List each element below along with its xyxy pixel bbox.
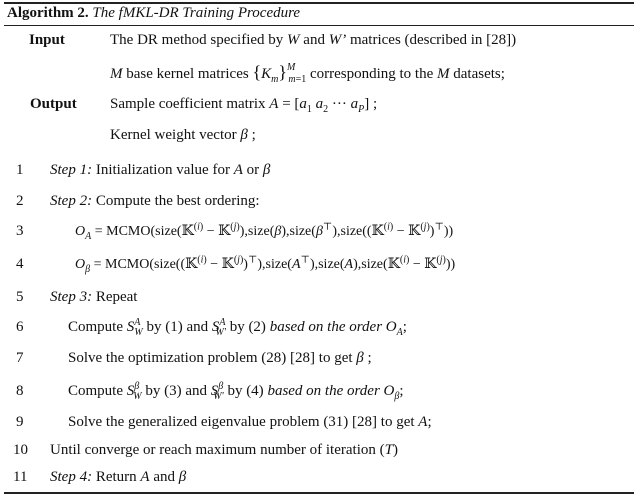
step-9-text: Solve the generalized eigenvalue problem… (68, 414, 432, 430)
step-number: 5 (16, 289, 24, 305)
step-8-text: Compute SβW by (3) and SβW' by (4) based… (68, 381, 404, 402)
step-number: 3 (16, 223, 24, 239)
input-line-1: The DR method specified by W and W’ matr… (110, 32, 517, 48)
step-number: 4 (16, 256, 24, 272)
step-5-text: Step 3: Repeat (50, 289, 138, 305)
step-number: 2 (16, 193, 24, 209)
step-2-text: Step 2: Compute the best ordering: (50, 193, 260, 209)
step-number: 8 (16, 383, 24, 399)
step-11-text: Step 4: Return A and β (50, 469, 187, 485)
step-number: 6 (16, 319, 24, 335)
algorithm-title: Algorithm 2. The fMKL-DR Training Proced… (7, 5, 300, 22)
top-rule (4, 2, 634, 4)
header-rule (4, 25, 634, 26)
step-1-text: Step 1: Initialization value for A or β (50, 162, 271, 178)
input-line-2: M base kernel matrices {Km}Mm=1 correspo… (110, 62, 505, 85)
algorithm-label: Algorithm 2. (7, 5, 89, 21)
step-number: 1 (16, 162, 24, 178)
step-number: 7 (16, 350, 24, 366)
output-label: Output (30, 96, 77, 112)
bottom-rule (4, 492, 634, 494)
output-line-2: Kernel weight vector β ; (110, 127, 256, 143)
step-7-text: Solve the optimization problem (28) [28]… (68, 350, 372, 366)
output-line-1: Sample coefficient matrix A = [a1 a2 ···… (110, 96, 378, 115)
step-number: 10 (13, 442, 28, 458)
step-number: 11 (13, 469, 28, 485)
step-10-text: Until converge or reach maximum number o… (50, 442, 398, 458)
algorithm-name: The fMKL-DR Training Procedure (92, 5, 301, 21)
step-6-text: Compute SAW by (1) and SAW' by (2) based… (68, 317, 407, 338)
step-4-formula: Oβ = MCMO(size((𝕂(i) − 𝕂(j))⊤),size(A⊤),… (75, 254, 456, 275)
step-number: 9 (16, 414, 24, 430)
step-3-formula: OA = MCMO(size(𝕂(i) − 𝕂(j)),size(β),size… (75, 221, 454, 242)
input-label: Input (29, 32, 65, 48)
